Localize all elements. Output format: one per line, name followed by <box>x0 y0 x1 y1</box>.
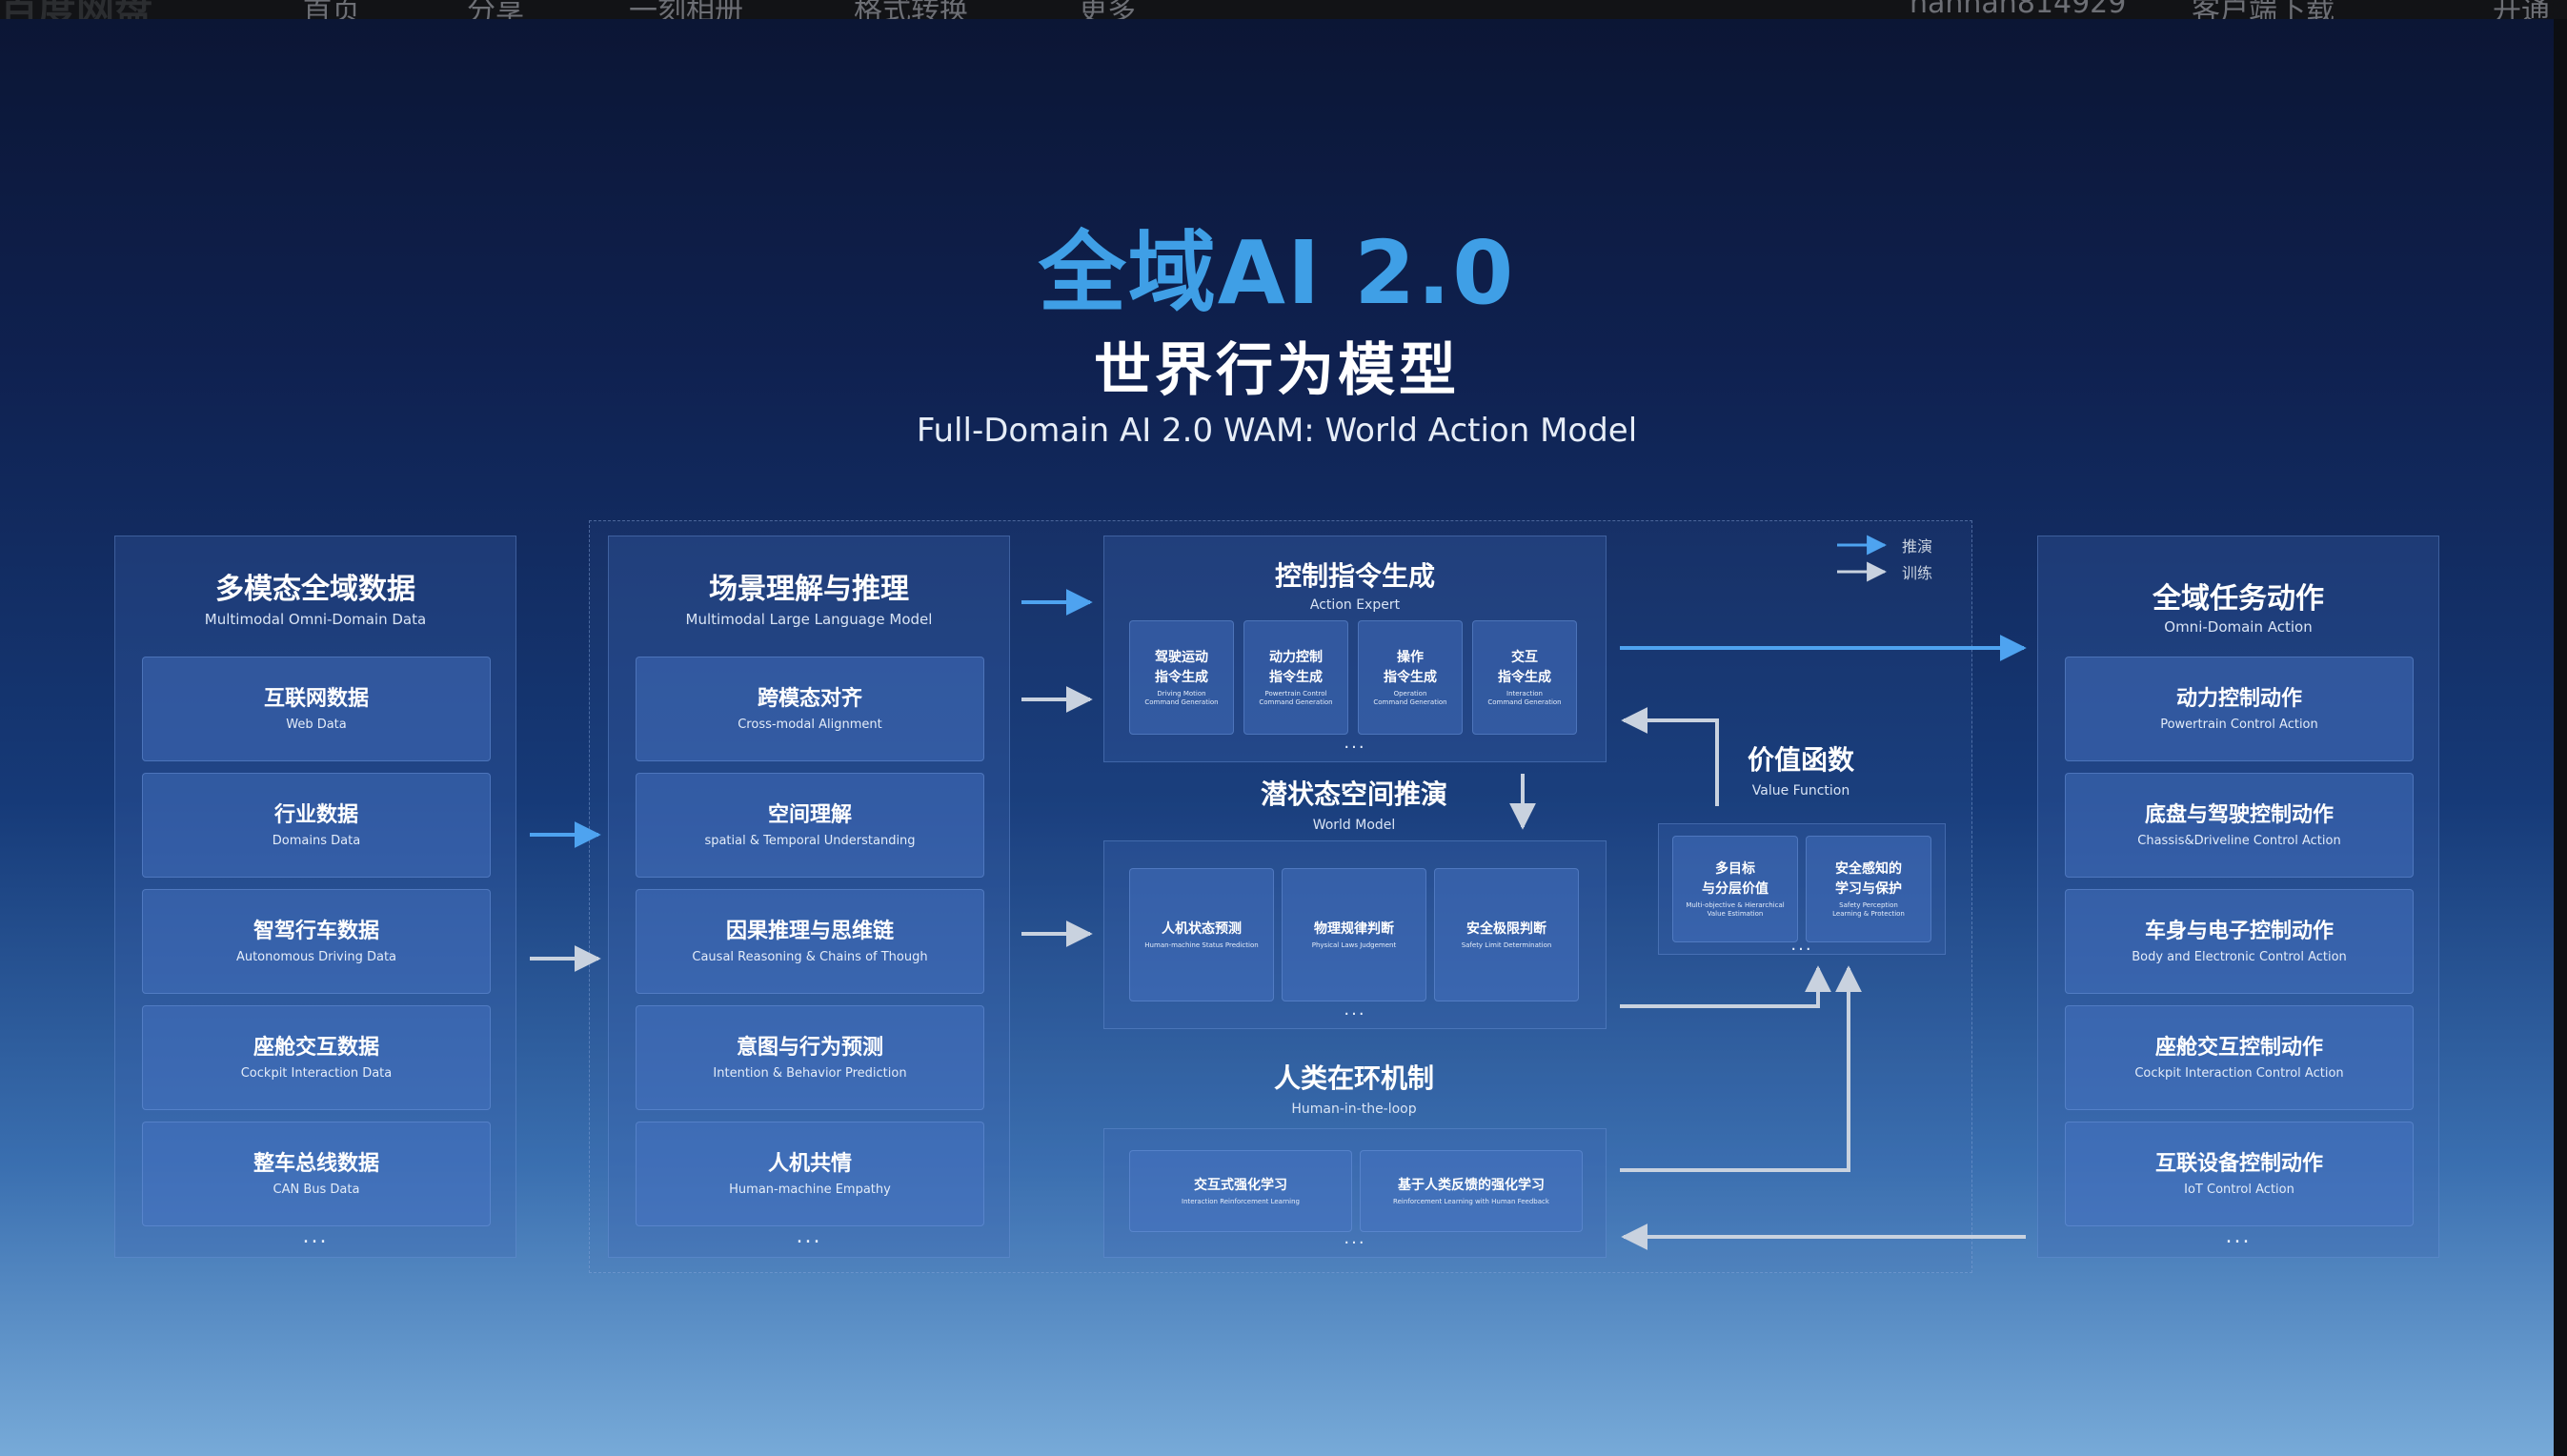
site-logo[interactable]: 百度网盘 <box>0 0 152 19</box>
open-link[interactable]: 开通 <box>2493 0 2550 19</box>
nav-item-more[interactable]: 更多 <box>1079 0 1136 19</box>
user-name[interactable]: hannah814929 <box>1910 0 2127 19</box>
action-panel-more: ... <box>2225 1224 2252 1248</box>
data-panel-more: ... <box>302 1224 329 1248</box>
nav-item-album[interactable]: 一刻相册 <box>629 0 743 19</box>
scene-panel-title: 场景理解与推理 <box>709 573 909 606</box>
human-panel-more: ... <box>1344 1228 1366 1248</box>
arrow-human-to-value <box>1620 965 1862 1172</box>
data-panel-title: 多模态全域数据 <box>215 573 415 606</box>
arrow-value-to-control <box>1621 707 1719 806</box>
action-panel-subtitle: Omni-Domain Action <box>2164 618 2313 636</box>
world-panel-more: ... <box>1344 1000 1366 1020</box>
nav-item-home[interactable]: 首页 <box>303 0 360 19</box>
value-panel-title: 价值函数 <box>1747 744 1854 776</box>
page-scrollbar[interactable] <box>2554 19 2567 1456</box>
control-panel-title: 控制指令生成 <box>1274 560 1435 592</box>
arrow-world-to-value <box>1620 965 1831 1008</box>
data-panel: 多模态全域数据 Multimodal Omni-Domain Data 互联网数… <box>114 536 516 1258</box>
legend-train-label: 训练 <box>1902 564 1933 582</box>
scene-panel: 场景理解与推理 Multimodal Large Language Model … <box>608 536 1010 1258</box>
value-panel-subtitle: Value Function <box>1751 783 1850 799</box>
human-panel-subtitle: Human-in-the-loop <box>1291 1102 1417 1117</box>
value-panel-more: ... <box>1790 935 1813 955</box>
nav-item-share[interactable]: 分享 <box>467 0 524 19</box>
top-navigation-bar: 百度网盘 首页 分享 一刻相册 格式转换 更多 hannah814929 客户端… <box>0 0 2567 19</box>
world-panel-title: 潜状态空间推演 <box>1260 779 1447 810</box>
scene-panel-subtitle: Multimodal Large Language Model <box>685 611 933 628</box>
main-title: 全域AI 2.0 <box>1038 222 1516 324</box>
nav-item-convert[interactable]: 格式转换 <box>854 0 968 19</box>
control-panel-subtitle: Action Expert <box>1309 597 1401 613</box>
english-title: Full-Domain AI 2.0 WAM: World Action Mod… <box>916 412 1638 450</box>
data-panel-subtitle: Multimodal Omni-Domain Data <box>204 611 427 628</box>
model-frame <box>589 520 1972 1273</box>
world-panel-subtitle: World Model <box>1312 818 1396 833</box>
legend-infer-label: 推演 <box>1902 537 1933 556</box>
control-panel-more: ... <box>1344 733 1366 753</box>
human-panel-title: 人类在环机制 <box>1273 1062 1434 1094</box>
client-download-link[interactable]: 客户端下载 <box>2192 0 2335 19</box>
sub-title: 世界行为模型 <box>1094 337 1460 404</box>
action-panel-title: 全域任务动作 <box>2153 582 2324 616</box>
scene-panel-more: ... <box>796 1224 822 1248</box>
